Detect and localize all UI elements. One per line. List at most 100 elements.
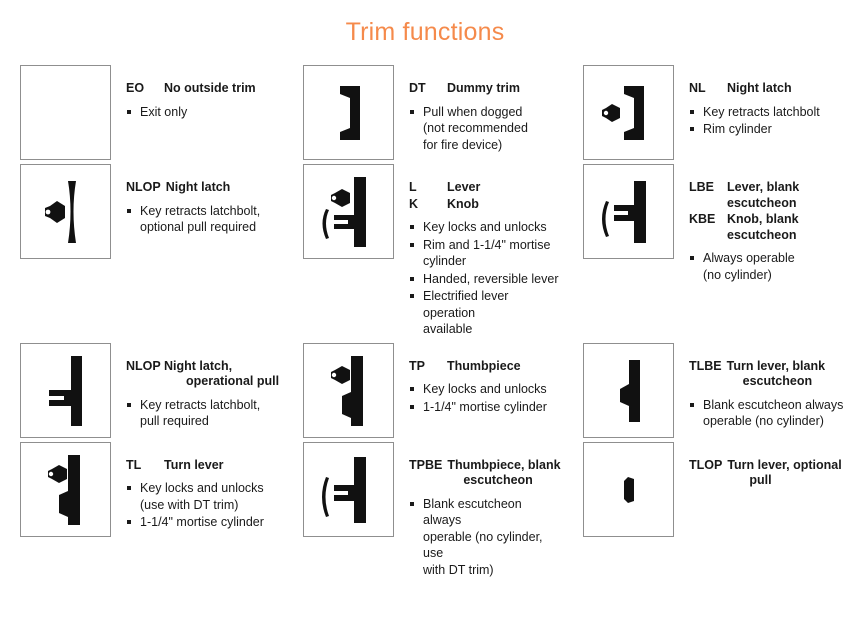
list-item-line: Electrified lever operation (423, 289, 509, 320)
trim-bullets: Pull when dogged (not recommended for fi… (409, 104, 563, 154)
list-item-line: Key locks and unlocks (140, 481, 264, 495)
trim-heading-secondary: KBE Knob, blank escutcheon (689, 212, 848, 243)
turn-lever-blank-escutcheon-icon (583, 342, 674, 438)
night-latch-operational-pull-icon (20, 342, 111, 438)
blank-trim-icon (20, 65, 111, 160)
trim-heading: TP Thumbpiece (409, 359, 563, 375)
lever-blank-escutcheon-icon (583, 164, 674, 259)
trim-label: Night latch, operational pull (164, 359, 279, 390)
list-item: Key retracts latchbolt, optional pull re… (126, 203, 283, 236)
trim-code: TP (409, 358, 425, 373)
list-item-line: (no cylinder) (703, 267, 772, 282)
trim-code: DT (409, 81, 426, 95)
trim-bullets: Key locks and unlocks 1-1/4" mortise cyl… (409, 381, 563, 415)
trim-label-line: escutcheon (742, 374, 813, 388)
list-item: Blank escutcheon always operable (no cyl… (689, 397, 848, 430)
list-item-line: Key retracts latchbolt, (140, 397, 261, 412)
trim-code: K (409, 196, 419, 211)
list-item: Key retracts latchbolt, pull required (126, 397, 283, 430)
trim-label: Knob, blank escutcheon (727, 212, 799, 243)
list-item-line: operable (no cylinder, use (423, 529, 543, 561)
trim-label: Dummy trim (447, 81, 520, 95)
trim-label-line: Knob, blank (727, 212, 799, 226)
trim-text-tlop: TLOP Turn lever, optional pull (674, 442, 848, 490)
trim-code: NLOP (126, 358, 161, 373)
list-item-line: (use with DT trim) (140, 497, 239, 512)
trim-heading: EO No outside trim (126, 81, 283, 97)
list-item-line: Key retracts latchbolt, (140, 203, 261, 218)
trim-bullets: Key retracts latchbolt, optional pull re… (126, 203, 283, 236)
list-item: Pull when dogged (not recommended for fi… (409, 104, 563, 154)
trim-bullets: Blank escutcheon always operable (no cyl… (689, 397, 848, 430)
trim-label: Lever, blank escutcheon (727, 180, 799, 211)
list-item: Exit only (126, 104, 283, 121)
trim-code: LBE (689, 180, 714, 194)
trim-item-nlop: NLOP Night latch Key retracts latchbolt,… (0, 160, 283, 339)
trim-bullets: Blank escutcheon always operable (no cyl… (409, 496, 563, 579)
list-item-line: operable (no cylinder) (703, 414, 824, 428)
trim-bullets: Exit only (126, 104, 283, 121)
trim-bullets: Key retracts latchbolt Rim cylinder (689, 104, 848, 138)
list-item-line: cylinder (423, 254, 467, 268)
list-item-line: Blank escutcheon always (703, 397, 844, 412)
list-item: Rim cylinder (689, 121, 848, 138)
list-item-line: for fire device) (423, 137, 503, 152)
trim-text-lbe-kbe: LBE Lever, blank escutcheon KBE Knob, bl… (674, 164, 848, 284)
trim-label-line: escutcheon (463, 473, 533, 487)
trim-label: Night latch (165, 180, 231, 194)
trim-text-nl: NL Night latch Key retracts latchbolt Ri… (674, 65, 848, 139)
list-item: 1-1/4" mortise cylinder (409, 399, 563, 416)
trim-code: NL (689, 81, 706, 95)
trim-label-line: pull (749, 473, 772, 487)
trim-item-tpbe: TPBE Thumbpiece, blank escutcheon Blank … (283, 438, 563, 580)
trim-code: KBE (689, 212, 716, 226)
trim-heading: NL Night latch (689, 81, 848, 97)
trim-label: Knob (447, 196, 479, 211)
list-item: 1-1/4" mortise cylinder (126, 514, 283, 531)
trim-bullets: Key locks and unlocks Rim and 1-1/4" mor… (409, 219, 563, 338)
trim-label-line: Turn lever, optional (727, 457, 842, 472)
trim-code: L (409, 180, 417, 194)
trim-label: Turn lever, optional pull (727, 458, 841, 489)
list-item: Rim and 1-1/4" mortise cylinder (409, 237, 563, 270)
trim-text-dt: DT Dummy trim Pull when dogged (not reco… (394, 65, 563, 154)
trim-label: Night latch (727, 81, 792, 95)
trim-item-tlop: TLOP Turn lever, optional pull (563, 438, 848, 580)
trim-item-dt: DT Dummy trim Pull when dogged (not reco… (283, 61, 563, 160)
list-item-line: Pull when dogged (423, 104, 523, 119)
trim-code: TL (126, 457, 142, 472)
list-item: Blank escutcheon always operable (no cyl… (409, 496, 563, 579)
page-title: Trim functions (345, 18, 505, 46)
trim-label-line: Thumbpiece, blank (447, 457, 561, 472)
trim-label-line: operational pull (186, 374, 280, 388)
list-item: Key locks and unlocks (use with DT trim) (126, 480, 283, 513)
trim-bullets: Always operable (no cylinder) (689, 250, 848, 283)
night-latch-pull-cylinder-icon (583, 65, 674, 160)
trim-bullets: Key retracts latchbolt, pull required (126, 397, 283, 430)
trim-code: TLOP (689, 457, 723, 472)
trim-text-tp: TP Thumbpiece Key locks and unlocks 1-1/… (394, 343, 563, 417)
trim-code: EO (126, 81, 145, 95)
list-item: Always operable (no cylinder) (689, 250, 848, 283)
trim-item-lever-knob: L Lever K Knob Key locks and unlocks Rim… (283, 160, 563, 339)
list-item: Key retracts latchbolt (689, 104, 848, 121)
trim-label: Lever (447, 180, 481, 194)
list-item: Key locks and unlocks (409, 381, 563, 398)
trim-label-line: escutcheon (727, 227, 797, 242)
list-item-line: (not recommended (423, 121, 528, 135)
trim-text-nlop-operational: NLOP Night latch, operational pull Key r… (111, 343, 283, 431)
trim-heading: TLBE Turn lever, blank escutcheon (689, 359, 848, 390)
trim-label: Turn lever, blank escutcheon (727, 359, 825, 390)
list-item-line: available (423, 322, 473, 336)
trim-item-lbe-kbe: LBE Lever, blank escutcheon KBE Knob, bl… (563, 160, 848, 339)
turn-lever-cylinder-icon (20, 441, 111, 537)
list-item: Handed, reversible lever (409, 271, 563, 288)
trim-label-line: Night latch, (164, 358, 233, 373)
trim-text-tlbe: TLBE Turn lever, blank escutcheon Blank … (674, 343, 848, 431)
turn-lever-optional-pull-icon (583, 441, 674, 537)
trim-label: Thumbpiece (447, 358, 521, 373)
night-latch-optional-pull-icon (20, 164, 111, 259)
trim-text-tpbe: TPBE Thumbpiece, blank escutcheon Blank … (394, 442, 563, 580)
trim-functions-grid: EO No outside trim Exit only DT Dummy tr… (0, 61, 850, 579)
list-item-line: Always operable (703, 251, 795, 265)
